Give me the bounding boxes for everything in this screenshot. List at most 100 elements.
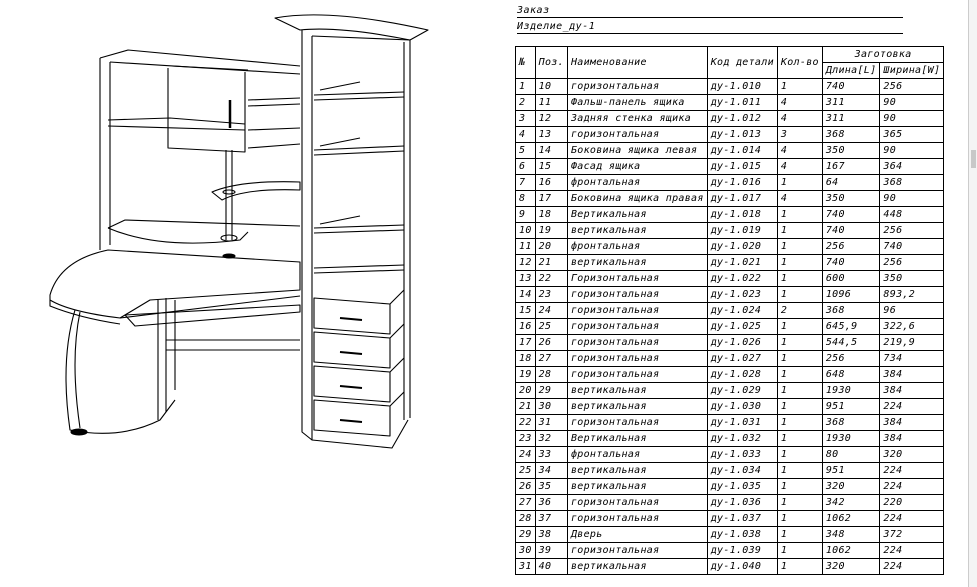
cell-code: ду-1.013 — [706, 126, 778, 143]
cell-qty: 1 — [776, 318, 823, 335]
cell-qty: 1 — [776, 558, 823, 575]
cell-code: ду-1.029 — [706, 382, 778, 399]
cell-num: 22 — [515, 414, 536, 431]
cell-qty: 1 — [776, 494, 823, 511]
cell-width: 224 — [879, 510, 945, 527]
cell-num: 10 — [515, 222, 536, 239]
cell-num: 14 — [515, 286, 536, 303]
cell-length: 368 — [821, 414, 881, 431]
cell-name: вертикальная — [566, 382, 708, 399]
cell-pos: 17 — [534, 190, 568, 207]
cell-num: 25 — [515, 462, 536, 479]
cell-width: 219,9 — [879, 334, 945, 351]
cell-name: Боковина ящика левая — [566, 142, 708, 159]
cell-qty: 4 — [776, 190, 823, 207]
cell-name: горизонтальная — [566, 494, 708, 511]
cell-pos: 25 — [534, 318, 568, 335]
cell-num: 15 — [515, 302, 536, 319]
cell-qty: 4 — [776, 94, 823, 111]
cell-width: 368 — [879, 174, 945, 191]
cell-qty: 1 — [776, 462, 823, 479]
cell-name: Боковина ящика правая — [566, 190, 708, 207]
cell-width: 384 — [879, 382, 945, 399]
cell-pos: 18 — [534, 206, 568, 223]
header-qty: Кол-во — [776, 46, 823, 79]
cell-length: 368 — [821, 302, 881, 319]
cell-width: 740 — [879, 238, 945, 255]
table-header-row: № Поз. Наименование Код детали Кол-во За… — [515, 46, 945, 79]
cell-name: горизонтальная — [566, 78, 708, 95]
vertical-scrollbar[interactable] — [968, 0, 977, 587]
cell-name: вертикальная — [566, 478, 708, 495]
cell-length: 645,9 — [821, 318, 881, 335]
cell-qty: 1 — [776, 270, 823, 287]
cell-name: горизонтальная — [566, 286, 708, 303]
cell-pos: 23 — [534, 286, 568, 303]
cell-length: 740 — [821, 254, 881, 271]
cell-num: 2 — [515, 94, 536, 111]
cell-num: 29 — [515, 526, 536, 543]
cell-pos: 24 — [534, 302, 568, 319]
cell-code: ду-1.011 — [706, 94, 778, 111]
scrollbar-thumb[interactable] — [971, 150, 976, 168]
cell-num: 19 — [515, 366, 536, 383]
cell-pos: 21 — [534, 254, 568, 271]
cell-pos: 26 — [534, 334, 568, 351]
cell-num: 28 — [515, 510, 536, 527]
cell-pos: 32 — [534, 430, 568, 447]
cell-pos: 28 — [534, 366, 568, 383]
cell-name: горизонтальная — [566, 350, 708, 367]
cell-code: ду-1.020 — [706, 238, 778, 255]
cell-name: горизонтальная — [566, 510, 708, 527]
cell-length: 350 — [821, 142, 881, 159]
cell-width: 384 — [879, 414, 945, 431]
cell-qty: 1 — [776, 366, 823, 383]
cell-num: 31 — [515, 558, 536, 575]
cell-num: 26 — [515, 478, 536, 495]
header-code: Код детали — [706, 46, 778, 79]
cell-name: фронтальная — [566, 238, 708, 255]
cell-code: ду-1.032 — [706, 430, 778, 447]
cell-qty: 1 — [776, 206, 823, 223]
cell-width: 224 — [879, 398, 945, 415]
cell-length: 342 — [821, 494, 881, 511]
cell-num: 13 — [515, 270, 536, 287]
cell-num: 8 — [515, 190, 536, 207]
cell-length: 256 — [821, 238, 881, 255]
order-label: Заказ — [517, 5, 550, 16]
cell-num: 6 — [515, 158, 536, 175]
cell-qty: 1 — [776, 446, 823, 463]
cell-length: 64 — [821, 174, 881, 191]
cell-length: 320 — [821, 478, 881, 495]
cell-length: 740 — [821, 78, 881, 95]
cell-name: вертикальная — [566, 222, 708, 239]
cell-width: 384 — [879, 366, 945, 383]
cell-qty: 1 — [776, 526, 823, 543]
cell-length: 80 — [821, 446, 881, 463]
cell-qty: 3 — [776, 126, 823, 143]
cell-width: 256 — [879, 222, 945, 239]
cell-code: ду-1.025 — [706, 318, 778, 335]
cell-pos: 36 — [534, 494, 568, 511]
cell-pos: 15 — [534, 158, 568, 175]
cell-width: 372 — [879, 526, 945, 543]
cell-name: вертикальная — [566, 462, 708, 479]
cell-code: ду-1.036 — [706, 494, 778, 511]
cell-qty: 1 — [776, 174, 823, 191]
cell-pos: 13 — [534, 126, 568, 143]
